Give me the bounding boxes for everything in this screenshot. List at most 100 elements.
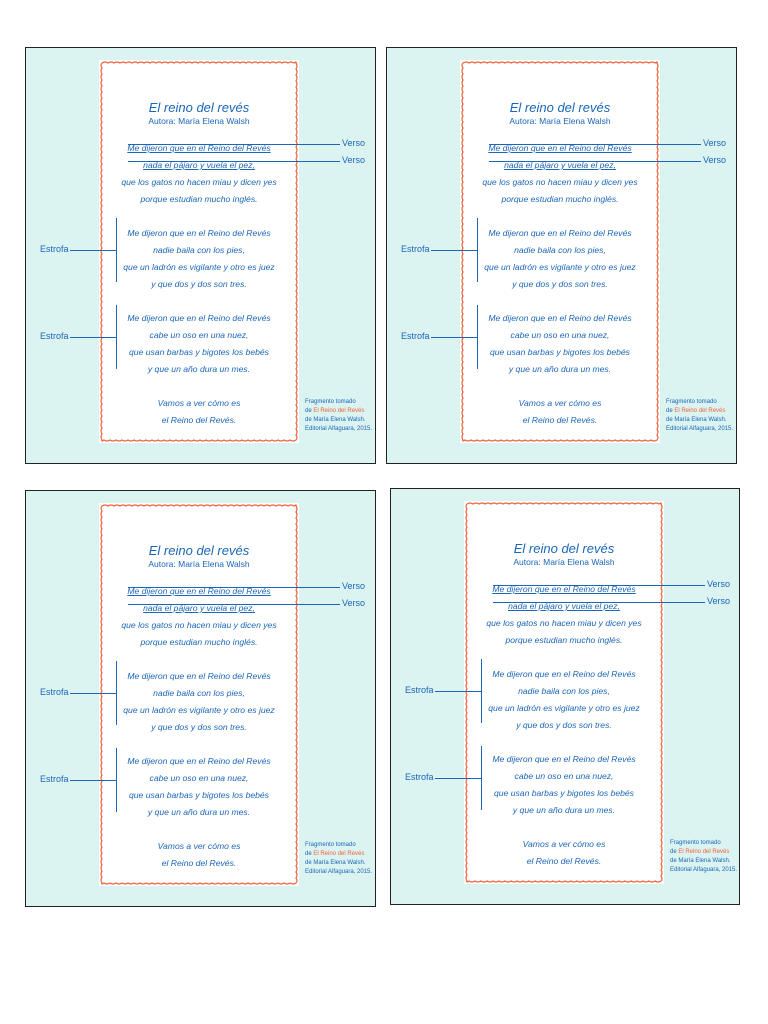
verse-line: que usan barbas y bigotes los bebés xyxy=(494,788,634,798)
source-note-prefix: de xyxy=(305,851,314,857)
poem-author: Autora: María Elena Walsh xyxy=(148,116,250,126)
estrofa-pointer-line xyxy=(435,691,481,692)
verse-line: y que dos y dos son tres. xyxy=(516,720,612,730)
source-note-line: Fragmento tomado xyxy=(666,399,717,405)
poem-card: El reino del revés Autora: María Elena W… xyxy=(460,60,660,443)
source-note: Fragmento tomado de El Reino del Revés d… xyxy=(670,839,737,875)
estrofa-pointer-line xyxy=(70,337,116,338)
estrofa-label: Estrofa xyxy=(405,772,434,782)
verse-line: nadie baila con los pies, xyxy=(153,688,245,698)
poem-card: El reino del revés Autora: María Elena W… xyxy=(464,501,664,884)
estrofa-bracket xyxy=(116,748,117,812)
source-note: Fragmento tomado de El Reino del Revés d… xyxy=(305,841,372,877)
verse-line: Vamos a ver cómo es xyxy=(518,398,602,408)
source-note-line: de El Reino del Revés xyxy=(670,848,737,857)
verso-pointer-line xyxy=(489,144,701,145)
verse-line: que los gatos no hacen miau y dicen yes xyxy=(121,177,277,187)
verse-line: y que dos y dos son tres. xyxy=(151,722,247,732)
source-note-line: Editorial Alfaguara, 2015. xyxy=(670,867,738,873)
estrofa-bracket xyxy=(477,305,478,369)
verse-line: porque estudian mucho inglés. xyxy=(501,194,619,204)
estrofa-label: Estrofa xyxy=(40,687,69,697)
verse-line: Me dijeron que en el Reino del Revés xyxy=(127,756,271,766)
estrofa-bracket xyxy=(477,218,478,282)
verse-line: el Reino del Revés. xyxy=(161,858,237,868)
verse-line: el Reino del Revés. xyxy=(161,415,237,425)
source-note-line: de El Reino del Revés xyxy=(305,407,372,416)
verso-pointer-line xyxy=(128,161,340,162)
verse-line: porque estudian mucho inglés. xyxy=(505,635,623,645)
verse-line: Me dijeron que en el Reino del Revés xyxy=(488,313,632,323)
verse-line: el Reino del Revés. xyxy=(522,415,598,425)
verse-line: el Reino del Revés. xyxy=(526,856,602,866)
verse-line: que un ladrón es vigilante y otro es jue… xyxy=(123,262,275,272)
verse-line: que un ladrón es vigilante y otro es jue… xyxy=(123,705,275,715)
source-note: Fragmento tomado de El Reino del Revés d… xyxy=(666,398,733,434)
verse-line: que usan barbas y bigotes los bebés xyxy=(129,790,269,800)
verse-line: cabe un oso en una nuez, xyxy=(149,773,249,783)
source-note-book: El Reino del Revés xyxy=(678,849,730,855)
verse-line: Vamos a ver cómo es xyxy=(522,839,606,849)
verse-line: cabe un oso en una nuez, xyxy=(510,330,610,340)
source-note-line: de María Elena Walsh. xyxy=(666,417,727,423)
verso-label: Verso xyxy=(703,138,727,148)
verso-label: Verso xyxy=(703,155,727,165)
verso-label: Verso xyxy=(342,581,366,591)
verse-line: Me dijeron que en el Reino del Revés xyxy=(488,143,632,153)
verse-line: que los gatos no hacen miau y dicen yes xyxy=(486,618,642,628)
estrofa-pointer-line xyxy=(431,337,477,338)
source-note-prefix: de xyxy=(666,408,675,414)
verse-line: que los gatos no hacen miau y dicen yes xyxy=(121,620,277,630)
verse-line: cabe un oso en una nuez, xyxy=(514,771,614,781)
verse-line: que los gatos no hacen miau y dicen yes xyxy=(482,177,638,187)
verse-line: nada el pájaro y vuela el pez, xyxy=(504,160,616,170)
verse-line: porque estudian mucho inglés. xyxy=(140,194,258,204)
verso-label: Verso xyxy=(342,598,366,608)
source-note-line: Editorial Alfaguara, 2015. xyxy=(305,426,373,432)
estrofa-label: Estrofa xyxy=(401,244,430,254)
verse-line: y que un año dura un mes. xyxy=(508,364,612,374)
verse-line: que un ladrón es vigilante y otro es jue… xyxy=(488,703,640,713)
poem-author: Autora: María Elena Walsh xyxy=(148,559,250,569)
poem-title: El reino del revés xyxy=(509,100,611,115)
source-note-line: Editorial Alfaguara, 2015. xyxy=(305,869,373,875)
poem-author: Autora: María Elena Walsh xyxy=(513,557,615,567)
verse-line: nadie baila con los pies, xyxy=(518,686,610,696)
verso-label: Verso xyxy=(342,138,366,148)
estrofa-pointer-line xyxy=(435,778,481,779)
poem-panel: El reino del revés Autora: María Elena W… xyxy=(390,488,740,905)
verse-line: Me dijeron que en el Reino del Revés xyxy=(127,228,271,238)
source-note-line: de El Reino del Revés xyxy=(666,407,733,416)
verso-label: Verso xyxy=(707,579,731,589)
verse-line: que usan barbas y bigotes los bebés xyxy=(129,347,269,357)
verse-line: y que un año dura un mes. xyxy=(147,364,251,374)
verse-line: Me dijeron que en el Reino del Revés xyxy=(492,754,636,764)
verse-line: nada el pájaro y vuela el pez, xyxy=(143,160,255,170)
verse-line: Me dijeron que en el Reino del Revés xyxy=(127,671,271,681)
poem-panel: El reino del revés Autora: María Elena W… xyxy=(25,47,376,464)
estrofa-pointer-line xyxy=(70,250,116,251)
verso-label: Verso xyxy=(707,596,731,606)
source-note-book: El Reino del Revés xyxy=(313,851,365,857)
source-note-line: de El Reino del Revés xyxy=(305,850,372,859)
verso-pointer-line xyxy=(128,587,340,588)
poem-panel: El reino del revés Autora: María Elena W… xyxy=(25,490,376,907)
estrofa-label: Estrofa xyxy=(40,774,69,784)
verse-line: que usan barbas y bigotes los bebés xyxy=(490,347,630,357)
verso-pointer-line xyxy=(489,161,701,162)
estrofa-label: Estrofa xyxy=(401,331,430,341)
verse-line: Me dijeron que en el Reino del Revés xyxy=(127,313,271,323)
poem-author: Autora: María Elena Walsh xyxy=(509,116,611,126)
verso-pointer-line xyxy=(128,144,340,145)
estrofa-pointer-line xyxy=(70,693,116,694)
source-note-prefix: de xyxy=(305,408,314,414)
verse-line: y que dos y dos son tres. xyxy=(512,279,608,289)
verse-line: cabe un oso en una nuez, xyxy=(149,330,249,340)
estrofa-bracket xyxy=(116,218,117,282)
estrofa-pointer-line xyxy=(70,780,116,781)
verse-line: nada el pájaro y vuela el pez, xyxy=(508,601,620,611)
poem-title: El reino del revés xyxy=(513,541,615,556)
poem-card: El reino del revés Autora: María Elena W… xyxy=(99,503,299,886)
source-note-book: El Reino del Revés xyxy=(313,408,365,414)
verse-line: Me dijeron que en el Reino del Revés xyxy=(488,228,632,238)
